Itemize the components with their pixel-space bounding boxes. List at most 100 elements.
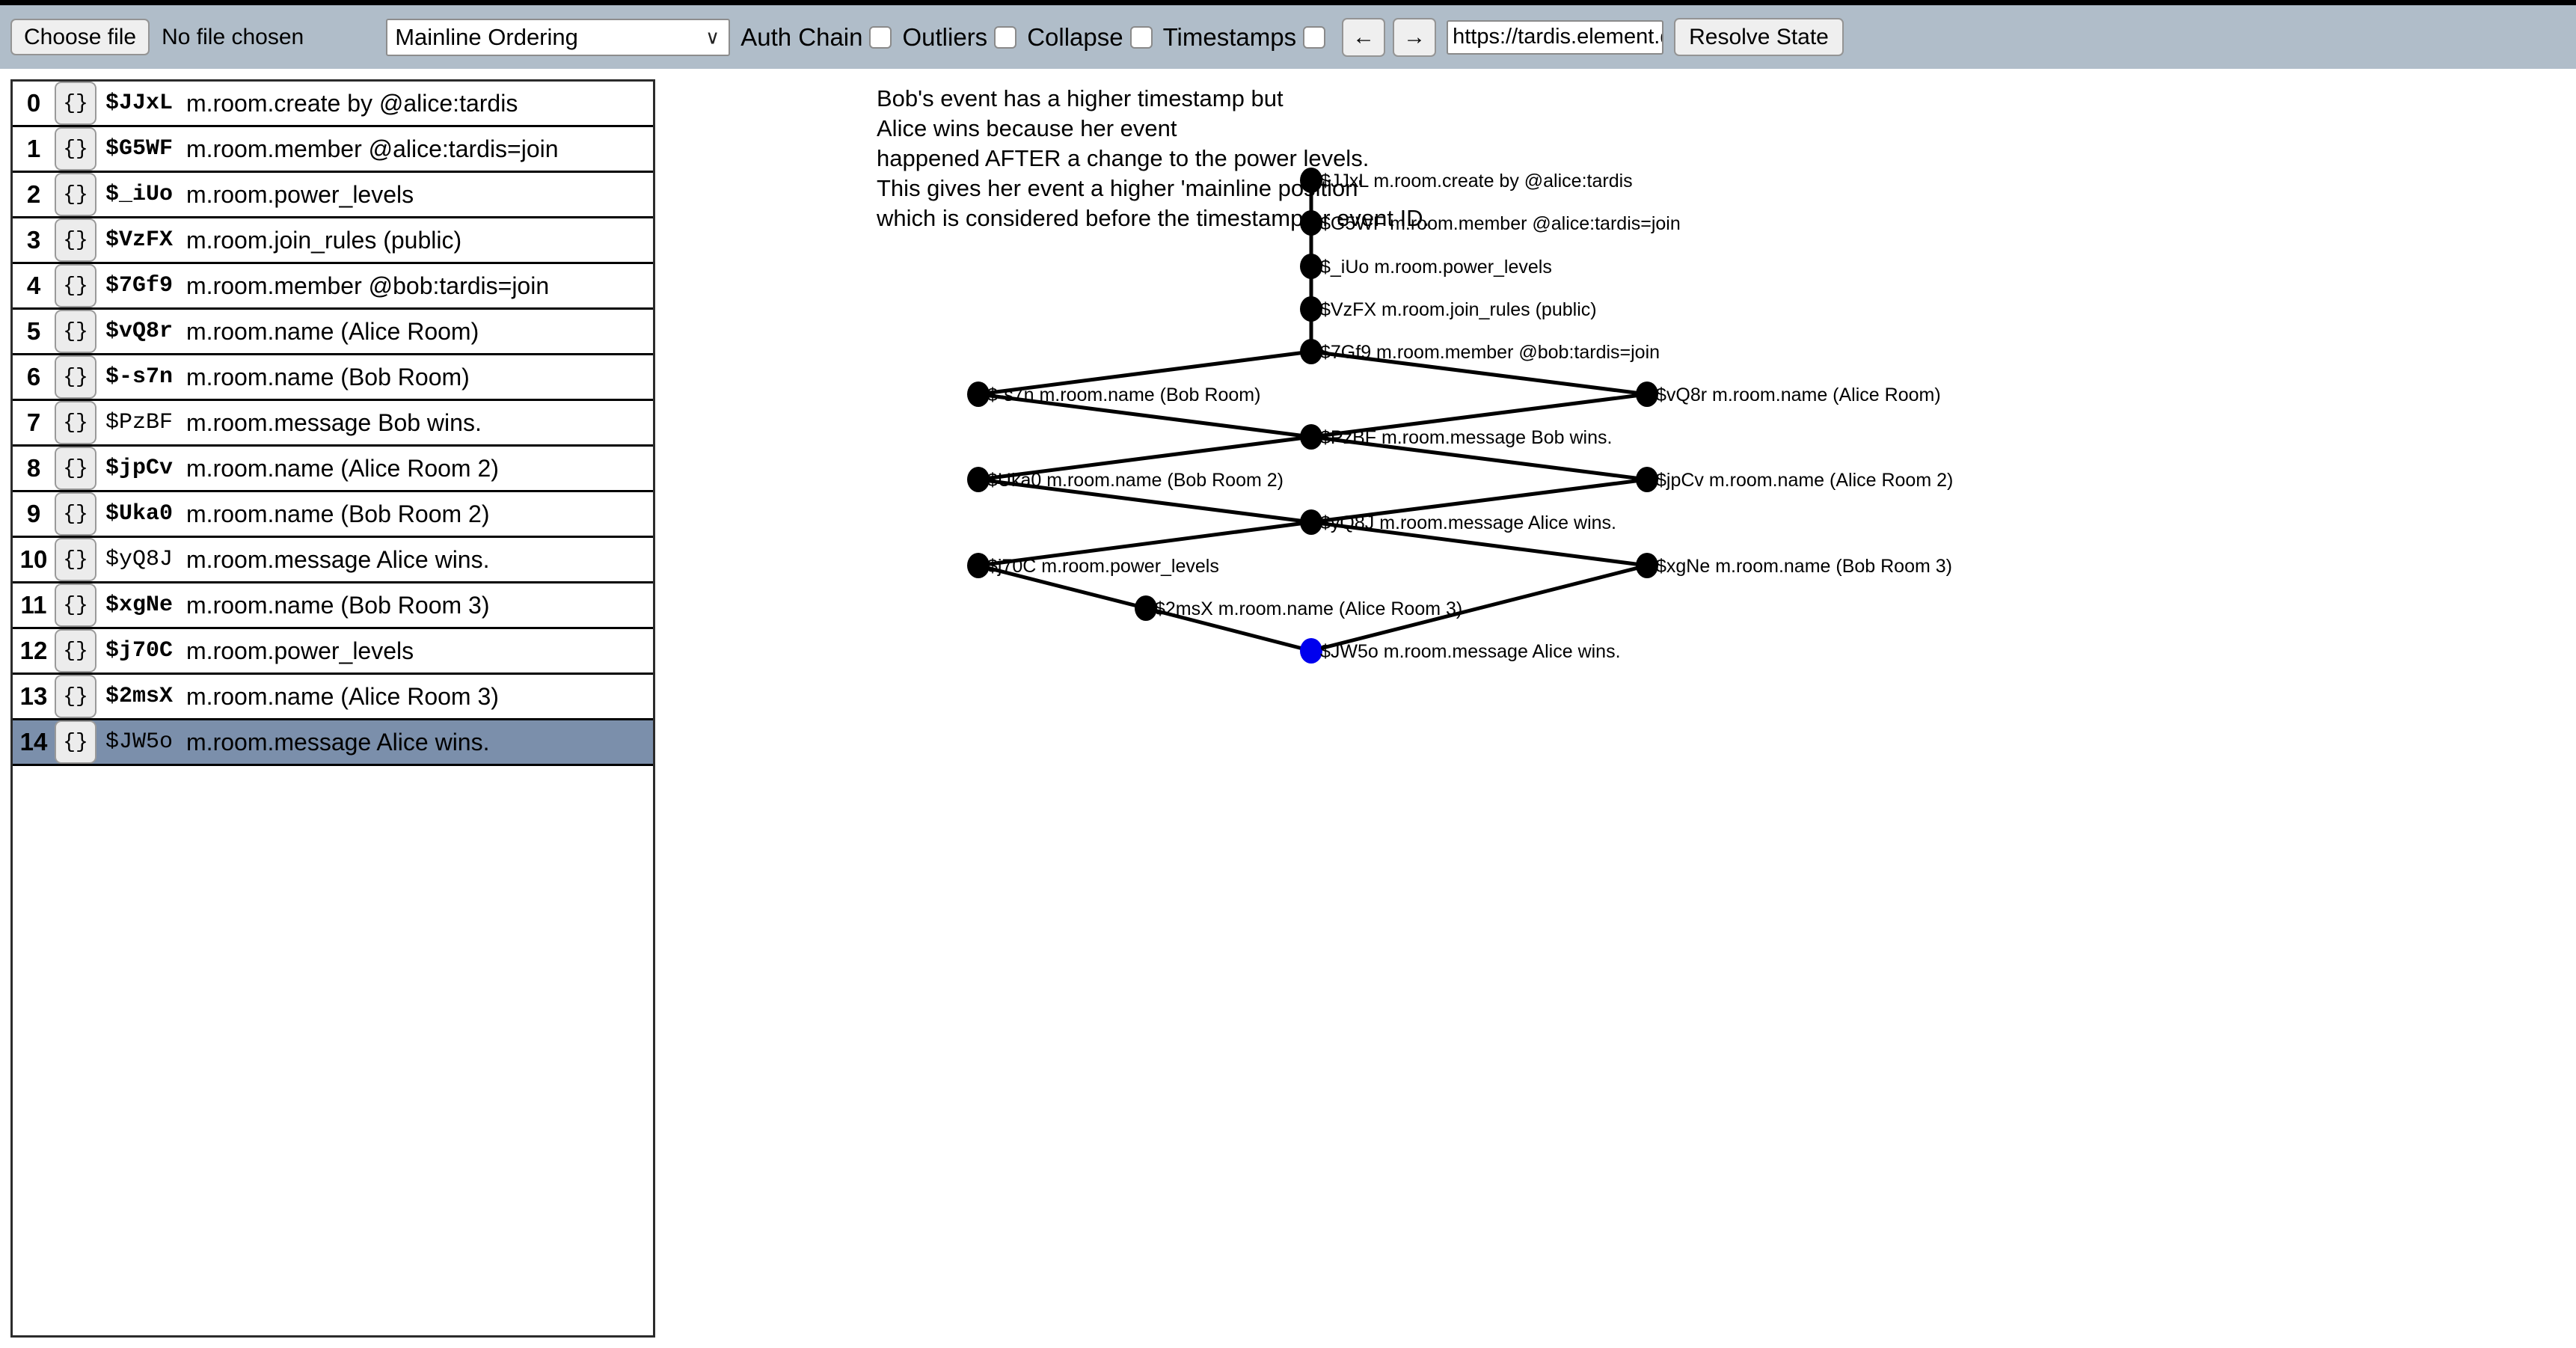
view-json-button[interactable]: {} [55, 629, 96, 673]
resolve-state-button[interactable]: Resolve State [1674, 17, 1844, 57]
view-json-button[interactable]: {} [55, 492, 96, 536]
graph-node-dot[interactable] [967, 467, 990, 492]
graph-edge [1310, 435, 1648, 482]
outliers-checkbox[interactable] [994, 25, 1017, 49]
graph-node-selected-dot[interactable] [1300, 638, 1322, 664]
view-json-button[interactable]: {} [55, 264, 96, 307]
graph-node-dot[interactable] [1636, 382, 1658, 407]
graph-edge [1310, 477, 1648, 524]
auth-chain-checkbox[interactable] [869, 25, 892, 49]
graph-node-label: $PzBF m.room.message Bob wins. [1320, 427, 1612, 448]
view-json-button[interactable]: {} [55, 218, 96, 262]
graph-node-dot[interactable] [1300, 424, 1322, 450]
event-index: 12 [19, 637, 48, 664]
event-id: $Uka0 [105, 501, 174, 527]
event-row[interactable]: 12 {} $j70C m.room.power_levels [13, 629, 653, 675]
graph-node[interactable]: $jpCv m.room.name (Alice Room 2) [1636, 467, 1953, 492]
outliers-label: Outliers [902, 22, 988, 51]
event-index: 7 [26, 408, 41, 436]
event-id: $j70C [105, 638, 174, 664]
graph-node-dot[interactable] [1636, 553, 1658, 578]
graph-node-label: $-s7n m.room.name (Bob Room) [987, 385, 1260, 405]
timestamps-checkbox[interactable] [1303, 25, 1326, 49]
view-json-button[interactable]: {} [55, 82, 96, 125]
graph-node[interactable]: $VzFX m.room.join_rules (public) [1300, 296, 1597, 322]
event-index: 14 [19, 728, 48, 756]
forward-arrow-button[interactable]: → [1393, 17, 1437, 57]
graph-node[interactable]: $vQ8r m.room.name (Alice Room) [1636, 382, 1941, 407]
event-id: $-s7n [105, 364, 174, 390]
graph-node-label: $7Gf9 m.room.member @bob:tardis=join [1320, 342, 1660, 363]
event-id: $G5WF [105, 136, 174, 162]
graph-node-dot[interactable] [1300, 339, 1322, 364]
graph-node[interactable]: $7Gf9 m.room.member @bob:tardis=join [1300, 339, 1660, 364]
graph-node-dot[interactable] [1300, 254, 1322, 279]
graph-node-label: $jpCv m.room.name (Alice Room 2) [1656, 470, 1953, 491]
graph-node-label: $_iUo m.room.power_levels [1320, 257, 1552, 278]
view-json-button[interactable]: {} [55, 720, 96, 764]
graph-node-dot[interactable] [1300, 509, 1322, 535]
view-json-button[interactable]: {} [55, 355, 96, 399]
event-summary: m.room.power_levels [186, 637, 414, 664]
graph-node[interactable]: $-s7n m.room.name (Bob Room) [967, 382, 1260, 407]
event-summary: m.room.power_levels [186, 180, 414, 208]
view-json-button[interactable]: {} [55, 538, 96, 581]
graph-node[interactable]: $yQ8J m.room.message Alice wins. [1300, 509, 1616, 535]
graph-node-dot[interactable] [1636, 467, 1658, 492]
graph-node[interactable]: $_iUo m.room.power_levels [1300, 254, 1552, 279]
graph-edges [978, 180, 1648, 653]
graph-node-dot[interactable] [1300, 168, 1322, 193]
view-json-button[interactable]: {} [55, 127, 96, 171]
graph-node-dot[interactable] [1135, 595, 1157, 621]
view-json-button[interactable]: {} [55, 173, 96, 216]
view-json-button[interactable]: {} [55, 583, 96, 627]
ordering-select[interactable]: Mainline Ordering ∨ [386, 18, 731, 56]
view-json-button[interactable]: {} [55, 310, 96, 353]
choose-file-button[interactable]: Choose file [10, 18, 150, 56]
graph-node[interactable]: $JW5o m.room.message Alice wins. [1300, 638, 1621, 664]
graph-node-dot[interactable] [1300, 296, 1322, 322]
graph-node[interactable]: $xgNe m.room.name (Bob Room 3) [1636, 553, 1952, 578]
url-input[interactable]: https://tardis.element.dev [1447, 19, 1664, 55]
view-json-button[interactable]: {} [55, 401, 96, 444]
annotation-line: Bob's event has a higher timestamp but [877, 85, 1284, 111]
graph-node-dot[interactable] [967, 382, 990, 407]
event-id: $JJxL [105, 91, 174, 116]
graph-node[interactable]: $G5WF m.room.member @alice:tardis=join [1300, 210, 1681, 236]
view-json-button[interactable]: {} [55, 447, 96, 490]
graph-node[interactable]: $Uka0 m.room.name (Bob Room 2) [967, 467, 1284, 492]
graph-edge [978, 435, 1312, 482]
graph-node[interactable]: $JJxL m.room.create by @alice:tardis [1300, 168, 1633, 193]
graph-node-dot[interactable] [967, 553, 990, 578]
graph-node-label: $VzFX m.room.join_rules (public) [1320, 299, 1597, 320]
event-id: $2msX [105, 684, 174, 709]
view-json-button[interactable]: {} [55, 675, 96, 718]
event-id: $JW5o [105, 729, 174, 755]
collapse-checkbox[interactable] [1129, 25, 1153, 49]
event-graph-panel[interactable]: $JJxL m.room.create by @alice:tardis $G5W… [658, 75, 2576, 1348]
annotation-line: which is considered before the timestamp… [876, 205, 1429, 231]
graph-node[interactable]: $2msX m.room.name (Alice Room 3) [1135, 595, 1462, 621]
graph-node[interactable]: $PzBF m.room.message Bob wins. [1300, 424, 1612, 450]
event-summary: m.room.member @alice:tardis=join [186, 135, 559, 162]
back-arrow-button[interactable]: ← [1342, 17, 1386, 57]
graph-node-label: $j70C m.room.power_levels [987, 556, 1219, 577]
graph-node[interactable]: $j70C m.room.power_levels [967, 553, 1219, 578]
graph-node-dot[interactable] [1300, 210, 1322, 236]
event-index: 3 [26, 226, 41, 254]
